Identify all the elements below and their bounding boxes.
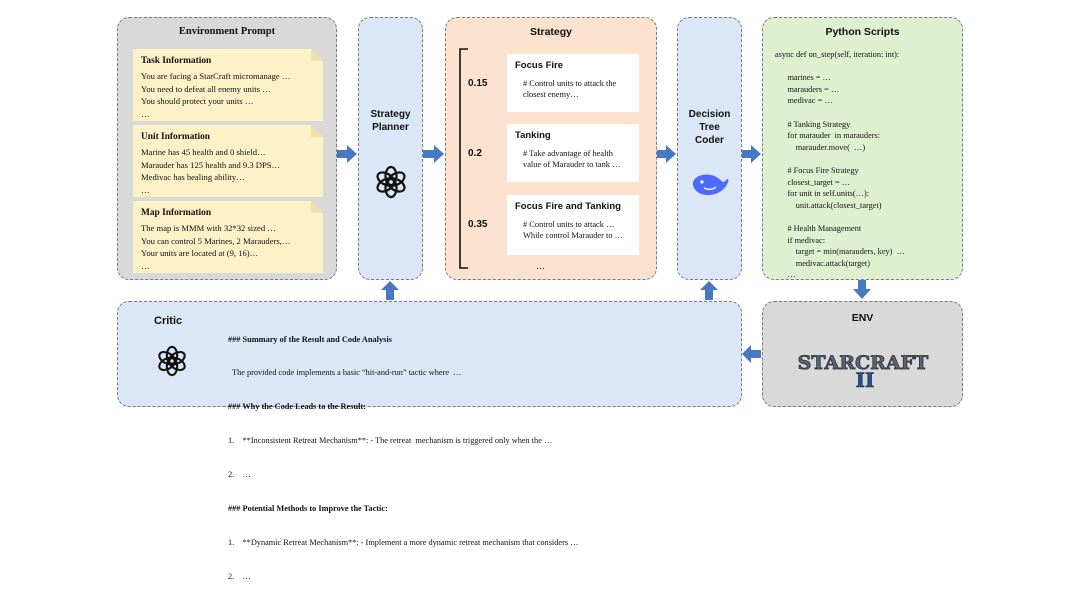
title-line: Planner [372, 122, 409, 133]
note-line: You should protect your units … [141, 96, 254, 107]
strategy-title: Strategy [529, 26, 572, 38]
strategy-card-line: value of Marauder to tank … [523, 160, 621, 169]
title-line: Decision [688, 109, 731, 120]
whale-logo-icon [692, 174, 729, 196]
openai-logo-icon [158, 345, 186, 377]
note-line: The map is MMM with 32*32 sized … [141, 223, 276, 234]
critic-heading: ### Why the Code Leads to the Result: [228, 402, 366, 412]
flow-arrows [337, 145, 871, 363]
strategy-card-focus-fire: Focus Fire # Control units to attack the… [507, 54, 639, 112]
strategy-panel: Strategy 0.15 Focus Fire # Control units… [445, 17, 657, 280]
title-line: Strategy [370, 109, 411, 120]
python-code-block: async def on_step(self, iteration: int):… [775, 50, 905, 280]
strategy-card-line: While control Marauder to … [523, 231, 624, 240]
note-line: You need to defeat all enemy units … [141, 83, 271, 94]
strategy-bracket [459, 48, 468, 269]
arrow-env-prompt-to-planner [337, 145, 357, 163]
strategy-weight: 0.35 [468, 219, 488, 230]
starcraft-logo: STARCRAFT II [797, 352, 929, 393]
strategy-card-line: # Take advantage of health [523, 148, 613, 158]
note-line: … [141, 184, 150, 195]
task-information-note: Task Information You are facing a StarCr… [133, 49, 323, 121]
python-scripts-panel: Python Scripts async def on_step(self, i… [762, 17, 963, 280]
critic-line: 1. **Dynamic Retreat Mechanism**: - Impl… [228, 537, 579, 547]
note-line: … [141, 260, 150, 271]
note-line: Medivac has healing ability… [141, 172, 245, 183]
strategy-planner-panel: Strategy Planner [358, 17, 423, 280]
arrow-env-to-critic [742, 345, 761, 363]
strategy-card-line: closest enemy… [523, 90, 579, 99]
arrow-critic-to-planner [381, 281, 399, 300]
strategy-more: … [536, 261, 545, 271]
critic-line: 2. … [228, 470, 251, 480]
environment-prompt-panel: Environment Prompt Task Information You … [117, 17, 337, 280]
starcraft-logo-mark: II [856, 368, 875, 392]
env-title: ENV [851, 312, 874, 324]
unit-information-note: Unit Information Marine has 45 health an… [133, 125, 323, 197]
critic-line: 2. … [228, 571, 251, 581]
map-information-note: Map Information The map is MMM with 32*3… [133, 201, 323, 273]
note-line: You can control 5 Marines, 2 Marauders,… [141, 235, 291, 246]
title-line: Coder [695, 135, 724, 146]
env-panel: ENV STARCRAFT II [762, 301, 963, 407]
strategy-card-line: # Control units to attack the [523, 78, 617, 88]
note-line: You are facing a StarCraft micromanage … [141, 71, 291, 82]
arrow-critic-to-coder [700, 281, 718, 300]
note-line: Your units are located at (9, 16)… [141, 248, 259, 259]
openai-logo-icon [376, 165, 406, 199]
note-line: Marauder has 125 health and 9.3 DPS… [141, 159, 281, 170]
starcraft-logo-text: STARCRAFT [798, 352, 929, 374]
strategy-card-heading: Tanking [515, 130, 551, 141]
strategy-weight: 0.2 [468, 148, 482, 159]
critic-heading: ### Summary of the Result and Code Analy… [228, 334, 392, 344]
strategy-card-focus-fire-and-tanking: Focus Fire and Tanking # Control units t… [507, 195, 639, 255]
strategy-weight: 0.15 [468, 78, 488, 89]
critic-title: Critic [154, 315, 183, 327]
strategy-card-heading: Focus Fire and Tanking [515, 201, 621, 212]
note-line: … [141, 108, 150, 119]
strategy-card-line: # Control units to attack … [523, 219, 615, 229]
arrow-planner-to-strategy [423, 145, 444, 163]
decision-tree-coder-panel: Decision Tree Coder [677, 17, 742, 280]
arrow-coder-to-python [742, 145, 761, 163]
arrow-python-to-env [853, 280, 871, 299]
critic-line: The provided code implements a basic “hi… [228, 368, 462, 378]
python-scripts-title: Python Scripts [825, 26, 900, 38]
strategy-card-tanking: Tanking # Take advantage of health value… [507, 124, 639, 182]
critic-line: 1. **Inconsistent Retreat Mechanism**: -… [228, 436, 553, 446]
strategy-card-heading: Focus Fire [515, 60, 564, 71]
critic-heading: ### Potential Methods to Improve the Tac… [228, 504, 388, 514]
task-information-heading: Task Information [141, 56, 212, 66]
note-line: Marine has 45 health and 0 shield… [141, 147, 266, 158]
map-information-heading: Map Information [141, 208, 212, 218]
unit-information-heading: Unit Information [141, 132, 211, 142]
environment-prompt-title: Environment Prompt [178, 26, 276, 37]
title-line: Tree [699, 122, 720, 133]
arrow-strategy-to-coder [657, 145, 676, 163]
strategy-planner-title: Strategy Planner [359, 108, 422, 134]
decision-tree-coder-title: Decision Tree Coder [678, 108, 741, 147]
